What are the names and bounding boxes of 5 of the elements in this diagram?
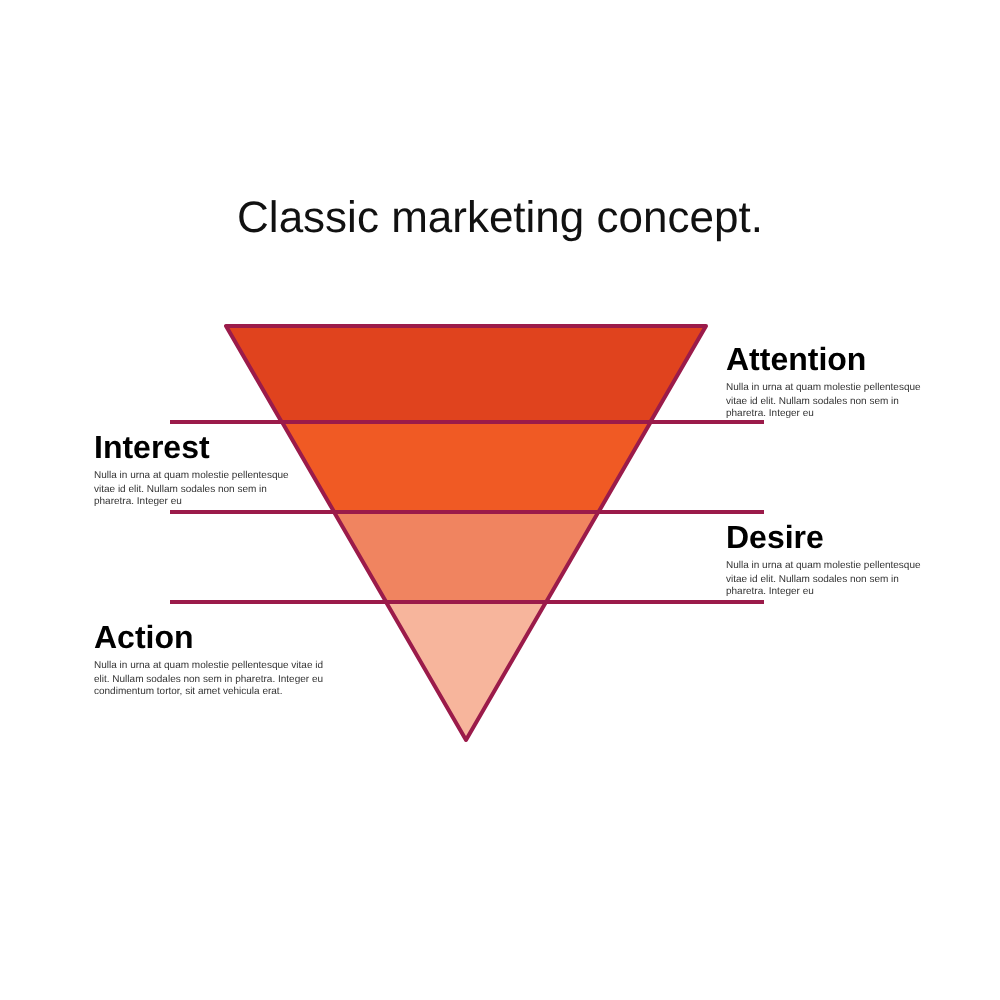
stage-heading: Interest: [94, 430, 212, 468]
title: Classic marketing concept.: [235, 190, 765, 246]
stage-heading: Attention: [726, 342, 869, 380]
stage-heading: Desire: [725, 520, 826, 558]
stage-heading: Action: [94, 620, 196, 658]
